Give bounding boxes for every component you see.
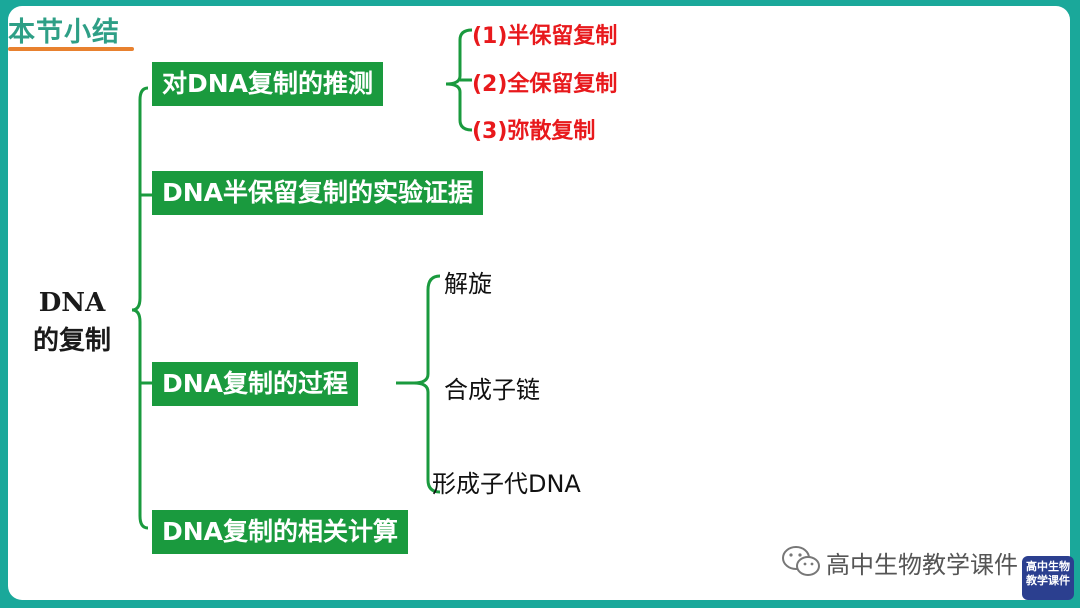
watermark-text: 高中生物教学课件 (826, 551, 1018, 579)
root-label: DNA 的复制 (12, 284, 132, 360)
section-title: 本节小结 (8, 17, 120, 48)
logo-line2: 教学课件 (1026, 574, 1070, 587)
process-bracket (413, 274, 441, 494)
hypothesis-dispersive: (3)弥散复制 (472, 119, 596, 144)
step-daughter-dna: 形成子代DNA (432, 470, 581, 498)
branch-box-hypotheses: 对DNA复制的推测 (152, 62, 384, 106)
hypothesis-semi-conservative: (1)半保留复制 (472, 24, 618, 49)
logo-line1: 高中生物 (1026, 560, 1070, 573)
wechat-icon (782, 546, 820, 576)
title-underline (8, 47, 134, 51)
branch-box-process: DNA复制的过程 (152, 362, 359, 406)
logo-badge: 高中生物 教学课件 (1022, 556, 1074, 600)
hypotheses-bracket (445, 28, 473, 132)
hypothesis-conservative: (2)全保留复制 (472, 72, 618, 97)
main-bracket (131, 86, 149, 530)
root-label-line1: DNA (38, 288, 106, 318)
step-unwinding: 解旋 (444, 270, 492, 298)
step-synthesize-strand: 合成子链 (444, 376, 540, 404)
branch-box-evidence: DNA半保留复制的实验证据 (152, 171, 484, 215)
branch-box-calculation: DNA复制的相关计算 (152, 510, 409, 554)
root-label-line2: 的复制 (32, 326, 111, 356)
